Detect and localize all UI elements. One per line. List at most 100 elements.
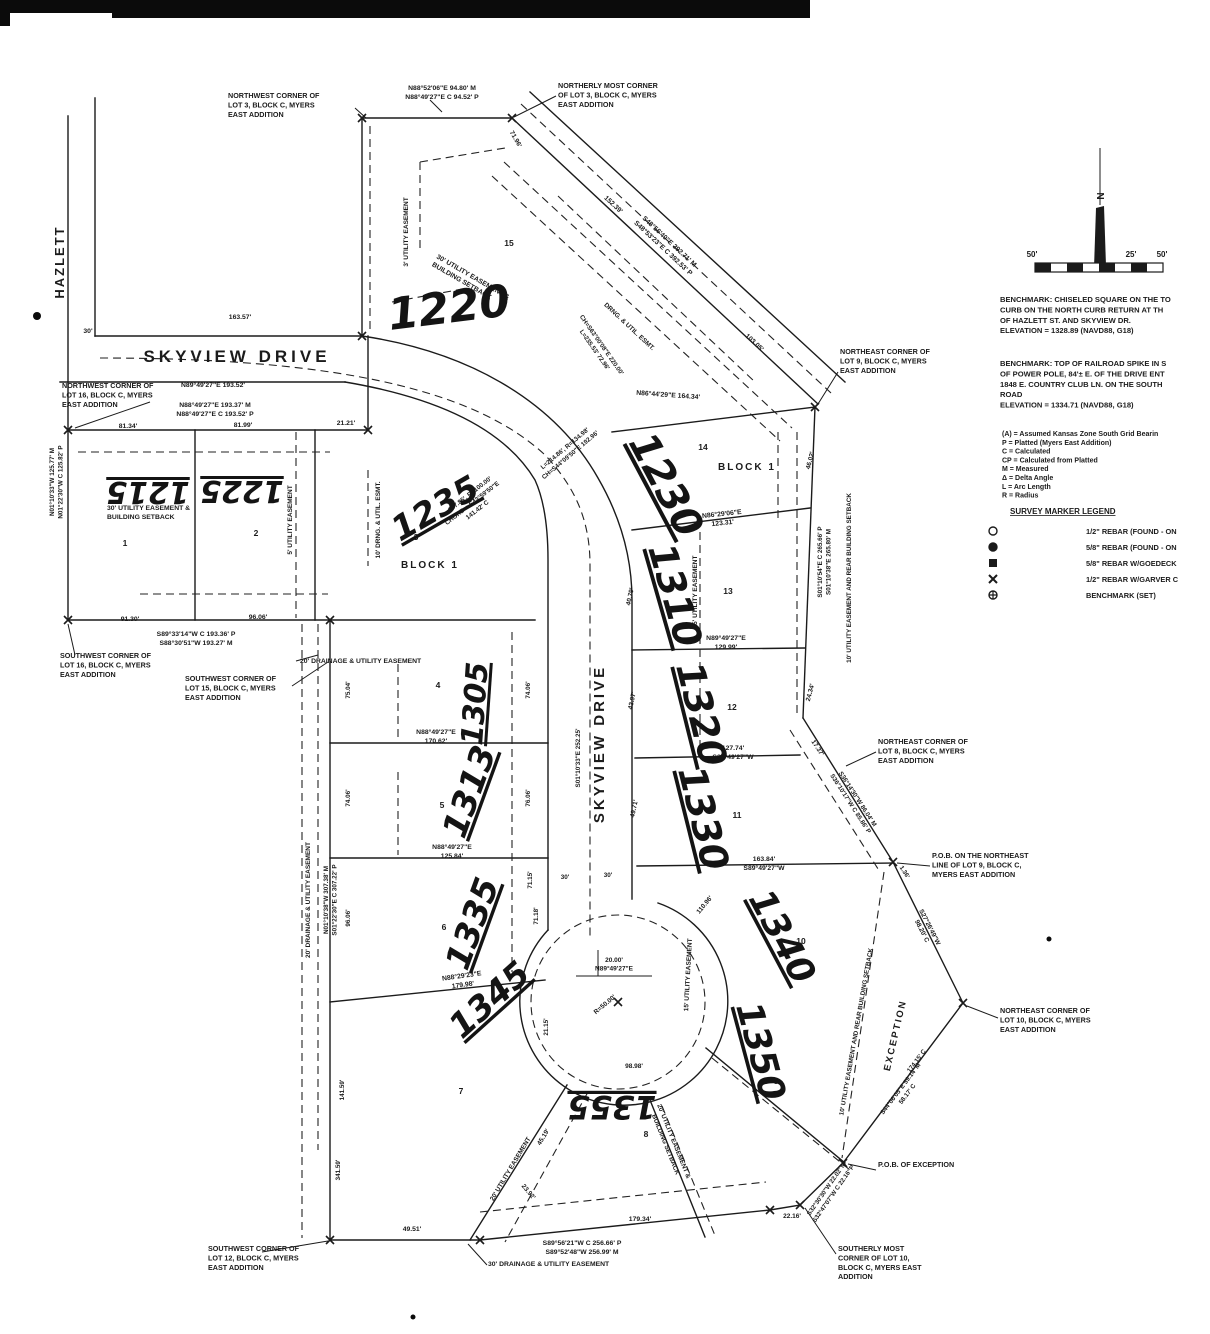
dim-81-99: 81.99' (234, 422, 253, 429)
dim-103-05: 103.05' (743, 333, 764, 354)
dim-21-21: 21.21' (337, 420, 356, 427)
brg-southerly: S32°30'30"W 22.02' MS32°47'07"W C 22.16'… (804, 1159, 856, 1224)
brg-skyview-north: N89°49'27"E 193.52' (181, 381, 245, 389)
corner-x-marker (357, 113, 367, 123)
corner-x-marker (958, 998, 968, 1008)
dim-40-79: 40.79' (625, 587, 636, 606)
esmt-20-drng-util-horiz: 20' DRAINAGE & UTILITY EASEMENT (300, 658, 422, 665)
x-mark-icon (988, 574, 998, 584)
address-1330: 1330 (669, 762, 737, 875)
lot-7-number: 7 (459, 1086, 464, 1096)
scale-label-0: 0 (1096, 250, 1101, 259)
lot-2-number: 2 (254, 528, 259, 538)
scale-label-25: 25' (1126, 250, 1137, 259)
esmt-drng-util-diag: DRNG. & UTIL. ESMT. (602, 302, 656, 353)
scan-artifacts (0, 0, 1052, 1320)
dim-30ft-hazlett: 30' (83, 328, 93, 335)
dim-r-50: R=50.00' (593, 993, 618, 1016)
address-1313: 1313 (435, 740, 505, 843)
dim-76-06: 76.06' (525, 789, 532, 807)
address-1350: 1350 (727, 998, 793, 1105)
legend-item-label: 5/8" REBAR W/GOEDECK (1086, 559, 1177, 568)
lot-12-number: 12 (727, 702, 737, 712)
dim-21-15: 21.15' (543, 1018, 550, 1036)
exception-label: EXCEPTION (882, 999, 909, 1073)
dim-74-06-e: 74.06' (525, 681, 532, 699)
dim-1-36: 1.36' (898, 865, 912, 881)
corner-x-marker (888, 857, 898, 867)
dim-30-a: 30' (561, 874, 570, 881)
curve-outer-data: L=214.86', R=134.98'CH=S44°09'50"E 192.9… (535, 423, 600, 481)
corner-x-marker (795, 1200, 805, 1210)
address-1235: 1235 (385, 468, 487, 550)
dim-141-59: 141.59' (339, 1079, 346, 1100)
brg-lot14-north: N86°44'29"E 164.34' (636, 389, 701, 401)
address-1215: 1215 (106, 474, 190, 509)
dim-96-06-s: 96.06' (249, 614, 268, 621)
esmt-20-drng-util-vert: 20' DRAINAGE & UTILITY EASEMENT (305, 842, 312, 958)
lot-14-number: 14 (698, 442, 708, 452)
corner-x-marker (475, 1235, 485, 1245)
dim-71-15: 71.15' (527, 871, 534, 889)
address-1340: 1340 (740, 883, 823, 991)
corner-x-marker (357, 331, 367, 341)
scale-bar (1034, 262, 1164, 273)
dim-43-97: 43.97' (627, 691, 638, 710)
esmt-30-drng-util-south: 30' DRAINAGE & UTILITY EASEMENT (488, 1261, 610, 1268)
corner-x-marker (63, 615, 73, 625)
survey-marker-legend-title: SURVEY MARKER LEGEND (1010, 507, 1116, 516)
open-circle-icon (988, 526, 998, 536)
lot-3-number: 3 (414, 532, 419, 542)
dim-20-00: 20.00'N89°49'27"E (595, 957, 634, 973)
corner-x-marker (613, 997, 623, 1007)
lot-10-number: 10 (796, 936, 806, 946)
dim-49-71: 49.71' (629, 799, 640, 818)
brg-drainage-diag: S36°14'30"W 86.04' MS36°10'17"W C 85.86'… (828, 768, 880, 835)
brg-lot10-11: 163.84'S89°49'27"W (743, 856, 785, 872)
corner-x-marker (810, 402, 820, 412)
corner-x-marker (363, 425, 373, 435)
legend-item-label: 5/8" REBAR (FOUND - ON (1086, 543, 1177, 552)
dim-75-04: 75.04' (345, 681, 352, 699)
dim-74-06-w: 74.06' (345, 789, 352, 807)
street-hazlett: HAZLETT (52, 225, 67, 298)
esmt-30-util-bs-lot1: 30' UTILITY EASEMENT &BUILDING SETBACK (107, 505, 190, 521)
address-1220: 1220 (385, 275, 513, 341)
esmt-5-util: 5' UTILITY EASEMENT (287, 485, 294, 554)
dim-17-37: 17.37' (809, 739, 825, 758)
esmt-10-drng-util: 10' DRNG. & UTIL. ESMT. (375, 481, 382, 558)
dim-91-30: 91.30' (121, 616, 140, 623)
lot-8-number: 8 (644, 1129, 649, 1139)
filled-circle-icon (988, 542, 998, 552)
esmt-15-util: 15' UTILITY EASEMENT (683, 938, 694, 1011)
lot-1-number: 1 (123, 538, 128, 548)
curve-top-data: CH=S63°00'08"E 220.00'L=235.53' 72.96' (571, 313, 626, 382)
plat-linework (59, 91, 1164, 1266)
lot-9-number: 9 (774, 1076, 779, 1086)
scale-label-50-left: 50' (1027, 250, 1038, 259)
corner-x-marker (765, 1205, 775, 1215)
dim-163-57: 163.57' (229, 314, 252, 321)
esmt-3-util: 3' UTILITY EASEMENT (403, 197, 410, 266)
corner-x-marker (325, 615, 335, 625)
